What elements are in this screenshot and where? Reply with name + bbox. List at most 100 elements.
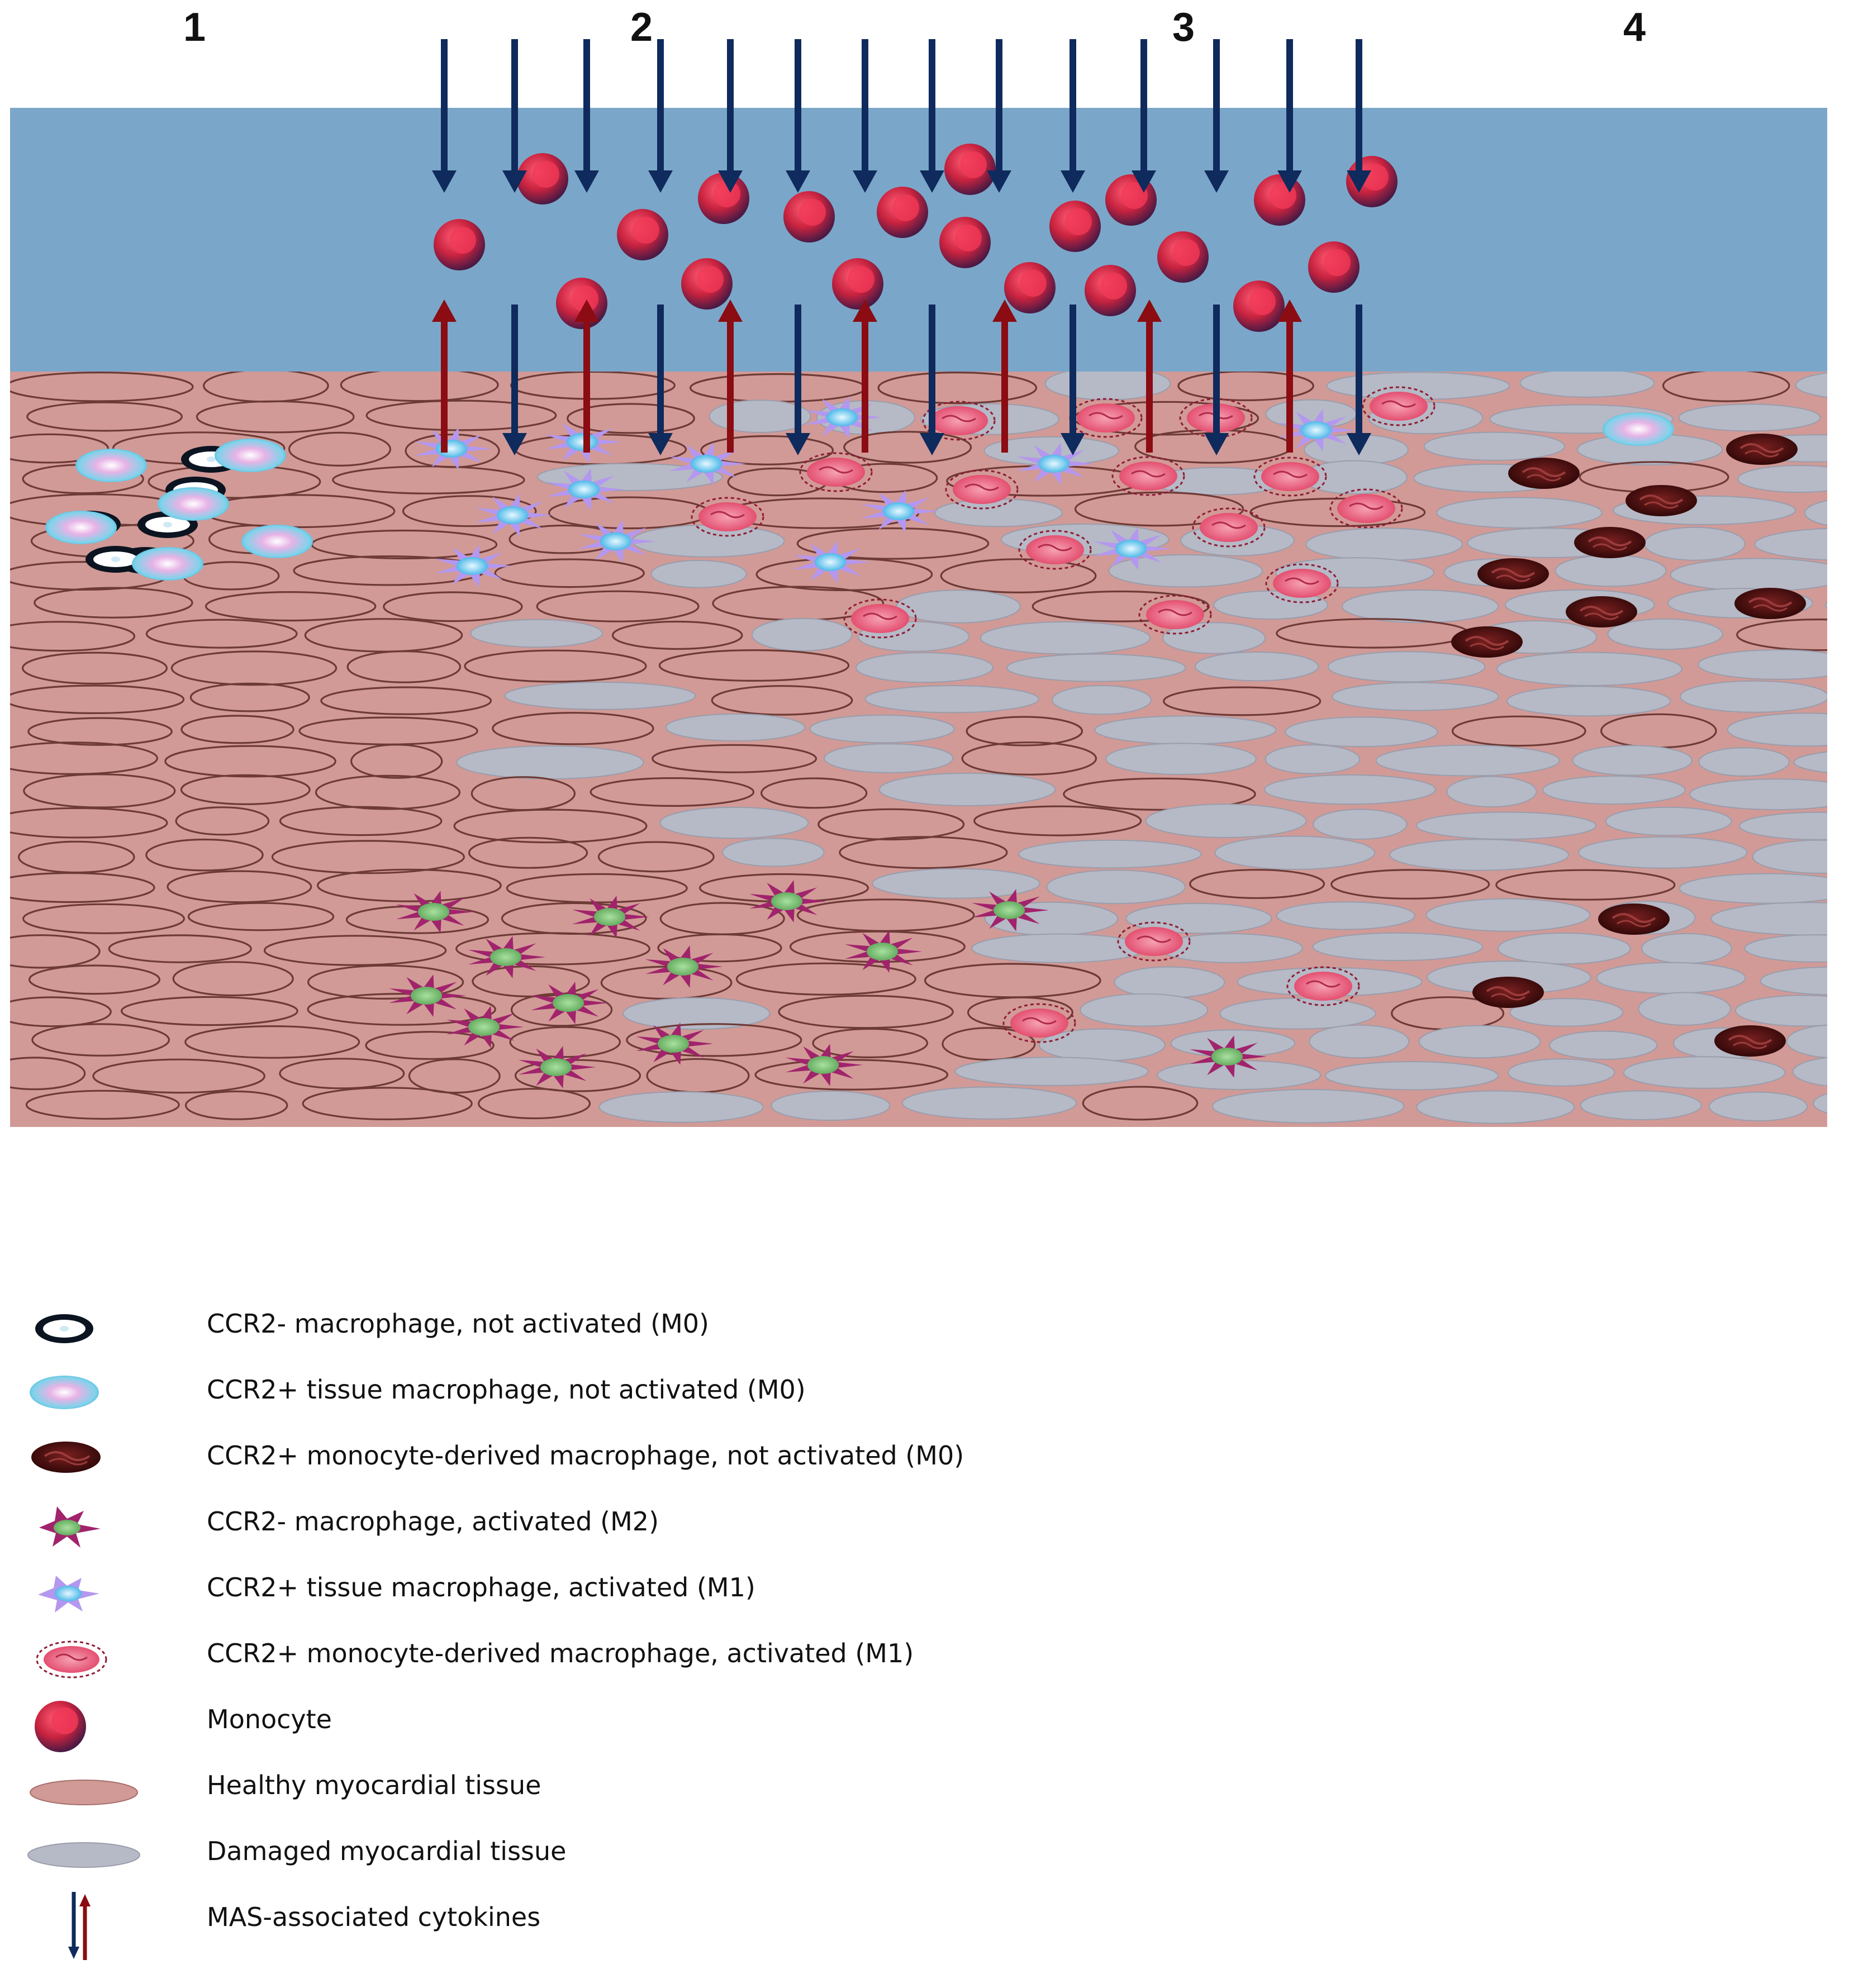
- healthy-myocyte: [184, 1090, 288, 1120]
- cytokine-arrow-down: [1347, 305, 1371, 455]
- healthy-myocyte: [145, 619, 298, 649]
- zone-label-3: 3: [1172, 5, 1195, 50]
- monocyte: [1308, 241, 1360, 293]
- damaged-myocyte: [1425, 898, 1591, 932]
- cytokine-arrow-down: [1061, 305, 1085, 455]
- damaged-myocyte: [809, 714, 955, 744]
- macrophage-diagram: 1 2 3 4: [10, 5, 1827, 1127]
- ccr2-negative-macrophage-m2: [446, 1006, 524, 1048]
- healthy-myocyte: [187, 902, 335, 931]
- ccr2-positive-tissue-macrophage-m0-icon: [30, 1376, 99, 1409]
- ccr2-negative-macrophage-m2: [786, 1044, 863, 1086]
- healthy-myocyte: [1032, 590, 1210, 622]
- healthy-myocyte: [263, 935, 447, 966]
- cytokine-arrow-up: [853, 299, 877, 453]
- legend-label: Damaged myocardial tissue: [207, 1836, 567, 1866]
- damaged-myocyte: [1813, 1093, 1827, 1114]
- legend-item: CCR2+ tissue macrophage, activated (M1): [22, 1560, 1810, 1621]
- damaged-myocyte: [1114, 966, 1225, 998]
- ccr2-negative-macrophage-m2: [519, 1046, 596, 1088]
- damaged-myocyte: [1727, 712, 1827, 747]
- healthy-myocyte: [700, 435, 834, 465]
- ccr2-positive-monocyte-derived-macrophage-m1: [1329, 488, 1403, 529]
- healthy-myocyte: [145, 838, 264, 872]
- legend-label: CCR2+ tissue macrophage, not activated (…: [207, 1375, 806, 1405]
- cytokine-arrow-up: [432, 299, 457, 453]
- healthy-myocyte: [754, 1059, 949, 1091]
- damaged-myocyte: [1276, 901, 1415, 930]
- damaged-myocyte: [650, 560, 747, 588]
- ccr2-positive-tissue-macrophage-m0: [45, 511, 117, 544]
- monocyte: [944, 144, 996, 195]
- healthy-myocyte: [478, 1088, 591, 1120]
- cytokine-arrows-icon: [68, 1892, 91, 1960]
- healthy-myocyte: [26, 401, 183, 432]
- damaged-myocyte: [751, 618, 853, 651]
- healthy-myocyte: [1451, 715, 1586, 747]
- healthy-myocyte: [778, 995, 954, 1029]
- healthy-myocyte: [506, 873, 688, 903]
- damaged-myocyte: [504, 682, 696, 710]
- healthy-myocyte: [590, 777, 755, 807]
- healthy-myocyte: [966, 716, 1083, 746]
- damaged-myocyte: [1446, 776, 1537, 808]
- ccr2-positive-tissue-macrophage-m1: [669, 443, 747, 485]
- damaged-myocyte: [1737, 465, 1827, 493]
- damaged-myocyte: [1496, 651, 1682, 687]
- ccr2-positive-tissue-macrophage-m1: [1094, 527, 1171, 570]
- legend-label: CCR2- macrophage, not activated (M0): [207, 1309, 709, 1339]
- monocyte: [698, 173, 749, 224]
- legend: CCR2- macrophage, not activated (M0) CCR…: [0, 1296, 1849, 1988]
- ccr2-positive-tissue-macrophage-m1: [1016, 443, 1094, 485]
- legend-label: MAS-associated cytokines: [207, 1902, 541, 1932]
- healthy-myocyte: [509, 1026, 621, 1058]
- ccr2-positive-monocyte-derived-macrophage-m1: [1138, 595, 1212, 635]
- healthy-myocyte: [1736, 619, 1827, 651]
- healthy-myocyte: [302, 1087, 473, 1120]
- healthy-myocyte: [10, 872, 155, 903]
- healthy-myocyte: [170, 650, 338, 686]
- healthy-myocyte: [365, 399, 557, 431]
- cytokine-arrow-down: [1204, 39, 1229, 193]
- damaged-myocyte: [1825, 601, 1827, 609]
- healthy-myocyte: [402, 495, 537, 527]
- damaged-myocyte: [722, 838, 825, 867]
- legend-label: CCR2+ monocyte-derived macrophage, not a…: [207, 1440, 964, 1471]
- healthy-myocyte: [307, 992, 496, 1026]
- healthy-myocyte: [172, 961, 294, 997]
- ccr2-positive-monocyte-derived-macrophage-m1: [1192, 507, 1266, 548]
- legend-item: CCR2- macrophage, not activated (M0): [22, 1296, 1810, 1358]
- damaged-myocyte: [1623, 1056, 1786, 1089]
- damaged-myocyte: [1644, 526, 1746, 561]
- damaged-myocyte: [1375, 744, 1560, 777]
- legend-item: CCR2+ monocyte-derived macrophage, activ…: [22, 1626, 1810, 1687]
- damaged-myocyte: [1698, 649, 1827, 680]
- ccr2-positive-monocyte-derived-macrophage-m1: [1117, 921, 1191, 962]
- legend-label: Monocyte: [207, 1704, 332, 1734]
- damaged-myocyte: [1744, 934, 1827, 963]
- damaged-myocyte: [855, 652, 994, 683]
- ccr2-positive-monocyte-derived-macrophage-m1: [1362, 386, 1436, 426]
- ccr2-positive-tissue-macrophage-m1: [1278, 409, 1356, 451]
- ccr2-negative-macrophage-m2: [845, 930, 923, 973]
- healthy-myocyte: [180, 774, 311, 805]
- myocardial-tissue-layer: [10, 372, 1827, 1127]
- legend-item: Healthy myocardial tissue: [22, 1758, 1810, 1819]
- damaged-tissue-icon: [27, 1842, 140, 1868]
- healthy-myocyte: [184, 1025, 360, 1059]
- healthy-myocyte: [1082, 1086, 1199, 1121]
- monocyte: [617, 209, 668, 260]
- cytokine-arrow-down: [502, 39, 527, 193]
- damaged-myocyte: [1415, 811, 1597, 840]
- ccr2-negative-macrophage-m2: [572, 896, 650, 938]
- damaged-myocyte: [1018, 839, 1202, 869]
- ccr2-positive-monocyte-derived-macrophage-m0: [1598, 903, 1670, 935]
- ccr2-negative-macrophage-m2: [749, 880, 827, 922]
- damaged-myocyte: [1436, 497, 1603, 529]
- healthy-myocyte: [10, 684, 185, 714]
- healthy-myocyte: [817, 808, 965, 841]
- healthy-myocyte: [22, 651, 168, 685]
- cytokine-arrow-down: [648, 39, 673, 193]
- damaged-myocyte: [1680, 680, 1827, 713]
- healthy-myocyte: [164, 745, 336, 778]
